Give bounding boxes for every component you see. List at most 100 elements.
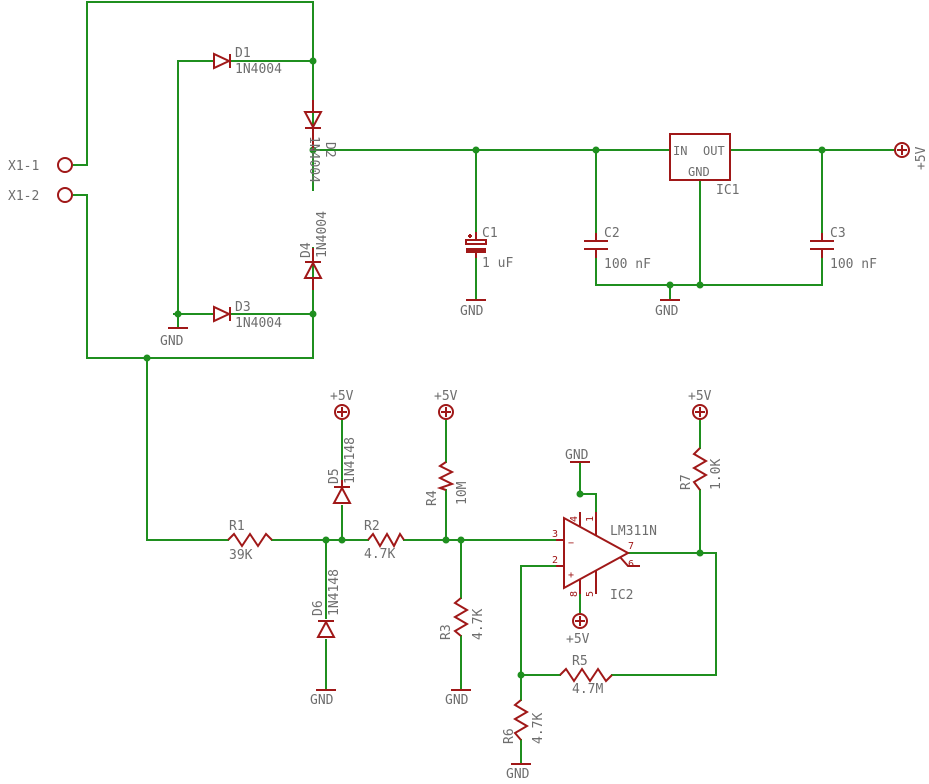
junction-dot [442,536,450,544]
supply-5v-r4-label: +5V [434,389,458,404]
resistor-r2[interactable]: R2 4.7K [364,519,405,562]
regulator-name: IC1 [716,183,739,198]
capacitor-c1-value: 1 uF [482,256,513,271]
supply-5v-r4: +5V [434,389,458,420]
diode-d5-value: 1N4148 [343,437,358,484]
comparator-pin1: 1 [585,516,596,522]
supply-5v-d5-label: +5V [330,389,354,404]
comparator-minus: − [568,538,574,549]
junction-dot [696,549,704,557]
capacitor-c3[interactable]: C3 100 nF [810,226,877,272]
capacitor-c3-value: 100 nF [830,257,877,272]
junction-dot [322,536,330,544]
regulator-in-label: IN [673,144,687,158]
resistor-r5-value: 4.7M [572,682,603,697]
ground-c1-label: GND [460,304,484,319]
resistor-r6[interactable]: R6 4.7K [502,699,546,744]
resistor-r5[interactable]: R5 4.7M [559,654,613,697]
resistor-r3-name: R3 [439,624,454,640]
regulator-out-label: OUT [703,144,725,158]
capacitor-c2[interactable]: C2 100 nF [584,226,651,272]
ground-r6: GND [506,763,531,782]
resistor-r1[interactable]: R1 39K [227,519,273,563]
ground-c1: GND [460,299,486,319]
ground-ic2: GND [565,448,590,463]
ground-bridge-label: GND [160,334,184,349]
junction-dot [696,281,704,289]
comparator-pin3: 3 [552,529,558,540]
resistor-r6-value: 4.7K [531,713,546,744]
diode-d2-value: 1N4004 [306,136,321,183]
comparator-pin7: 7 [628,541,634,552]
resistor-r4[interactable]: R4 10M [425,461,470,506]
ground-reg: GND [655,299,680,319]
resistor-r7-name: R7 [679,474,694,490]
comparator-pin2: 2 [552,555,558,566]
diode-d4-value: 1N4004 [315,211,330,258]
comparator-value: LM311N [610,524,657,539]
comparator-pin5: 5 [585,591,596,597]
ground-d6-label: GND [310,693,334,708]
ground-d6: GND [310,689,336,708]
resistor-r4-name: R4 [425,490,440,506]
ground-r3: GND [445,689,471,708]
ground-reg-label: GND [655,304,679,319]
junctions [143,57,826,679]
junction-dot [592,146,600,154]
resistor-r7[interactable]: R7 1.0K [679,447,724,491]
regulator-gnd-label: GND [688,165,710,179]
junction-dot [517,671,525,679]
supply-5v-main-label: +5V [914,146,929,170]
supply-5v-ic2-label: +5V [566,632,590,647]
supply-5v-ic2: +5V [566,613,590,647]
ground-r6-label: GND [506,767,530,782]
capacitor-c1-name: C1 [482,226,498,241]
diode-d6-name: D6 [311,600,326,616]
terminal-x1-2[interactable] [57,187,73,203]
comparator-pin8: 8 [569,591,580,597]
resistor-r3-value: 4.7K [471,609,486,640]
junction-dot [472,146,480,154]
junction-dot [457,536,465,544]
comparator-name: IC2 [610,588,633,603]
junction-dot [309,310,317,318]
connector-x1: X1-1 X1-2 [8,157,73,204]
resistor-r3[interactable]: R3 4.7K [439,597,486,640]
resistor-r5-name: R5 [572,654,588,669]
resistor-r2-value: 4.7K [364,547,395,562]
regulator-ic1[interactable]: IN OUT GND IC1 [669,133,739,198]
comparator-pin4: 4 [569,516,580,522]
diode-d5[interactable]: D5 1N4148 [327,437,358,504]
comparator-ic2[interactable]: − + 3 2 4 1 7 6 8 5 LM311N IC2 [552,512,657,603]
resistor-r6-name: R6 [502,728,517,744]
junction-dot [576,490,584,498]
terminal-x1-1[interactable] [57,157,73,173]
supply-5v-r7: +5V [688,389,712,420]
resistor-r4-value: 10M [455,481,470,505]
ground-r3-label: GND [445,693,469,708]
capacitor-c2-name: C2 [604,226,620,241]
diode-d1[interactable]: D1 1N4004 [213,46,282,77]
capacitor-c1[interactable]: C1 1 uF [465,226,513,271]
junction-dot [309,57,317,65]
junction-dot [174,310,182,318]
diode-d4-name: D4 [299,242,314,258]
resistor-r7-value: 1.0K [709,459,724,490]
terminal-label-x1-2: X1-2 [8,189,39,204]
ground-bridge: GND [160,327,188,349]
diode-d3[interactable]: D3 1N4004 [213,300,282,331]
junction-dot [666,281,674,289]
supply-5v-d5: +5V [330,389,354,420]
capacitor-c2-value: 100 nF [604,257,651,272]
diode-d1-value: 1N4004 [235,62,282,77]
supply-5v-r7-label: +5V [688,389,712,404]
capacitor-c3-name: C3 [830,226,846,241]
diode-d4[interactable]: D4 1N4004 [299,211,330,290]
junction-dot [818,146,826,154]
resistor-r1-name: R1 [229,519,245,534]
diode-d3-name: D3 [235,300,251,315]
diode-d6-value: 1N4148 [327,569,342,616]
diode-d2[interactable]: D2 1N4004 [303,100,337,183]
terminal-label-x1-1: X1-1 [8,159,39,174]
diode-d6[interactable]: D6 1N4148 [311,569,342,638]
